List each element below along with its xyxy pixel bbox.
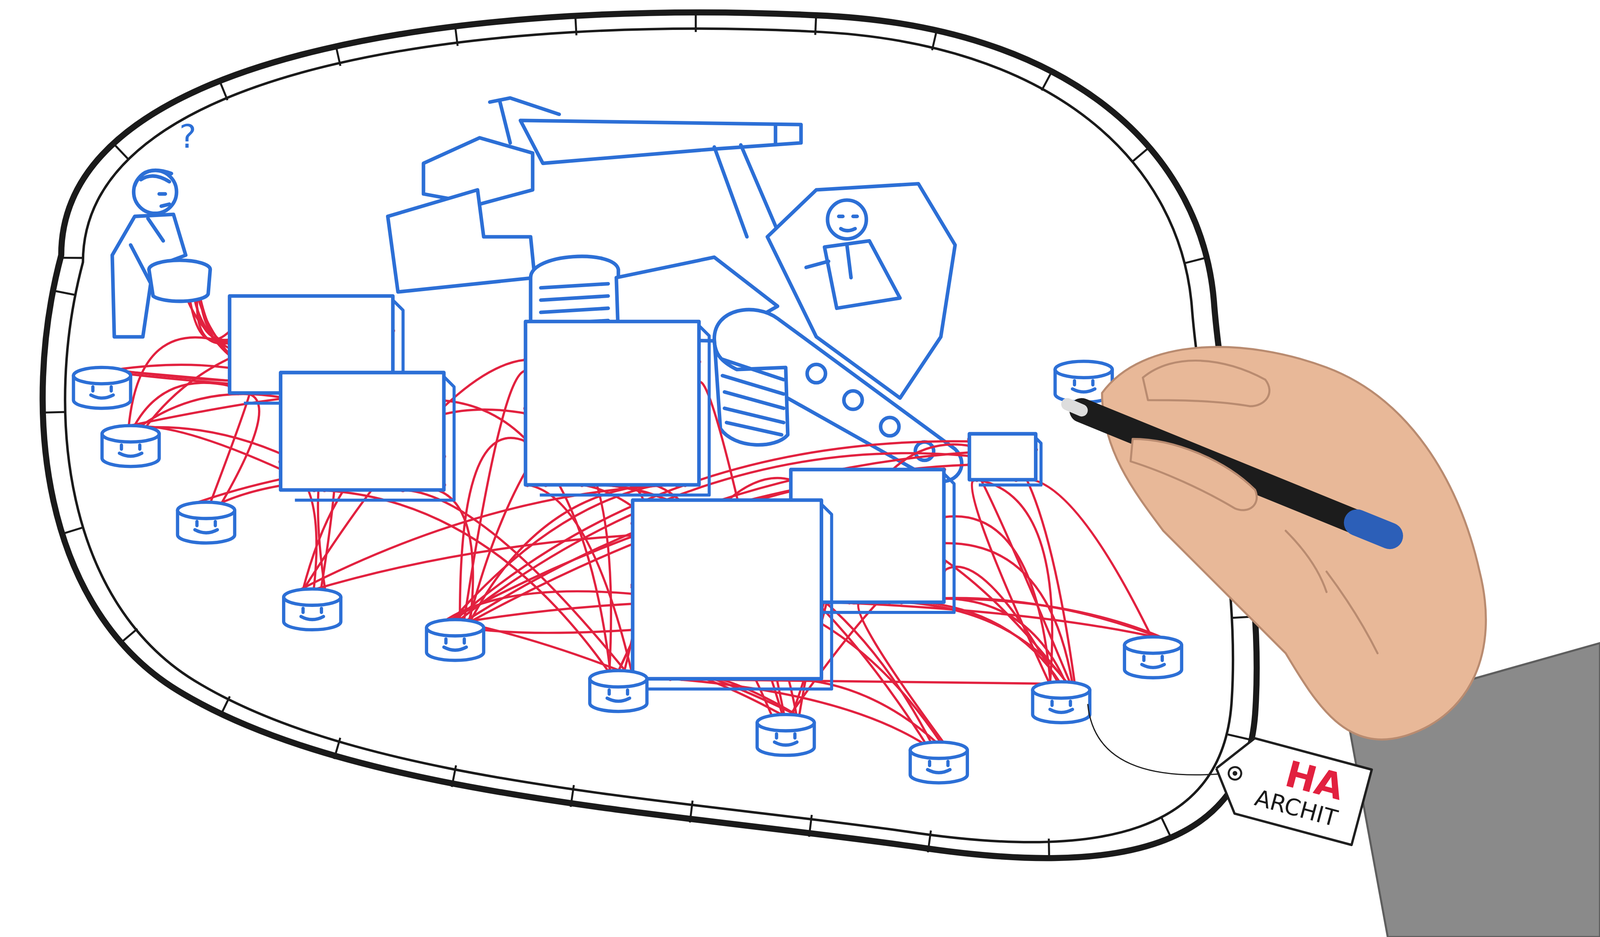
store-face: [194, 521, 218, 533]
store-top: [1032, 681, 1090, 698]
person-face: [148, 193, 170, 241]
knuckles: [1285, 530, 1378, 654]
marker-cap: [1356, 522, 1390, 537]
track-wheel: [807, 364, 826, 383]
dependency-line: [464, 371, 526, 622]
tag-eyelet: [1232, 770, 1239, 777]
store-top: [102, 425, 160, 442]
data-store: [177, 502, 235, 544]
store-face: [927, 761, 951, 773]
track-wheel: [880, 417, 900, 437]
data-store: [1032, 681, 1090, 723]
store-face: [774, 733, 797, 746]
block-face: [525, 321, 699, 485]
dependency-line: [976, 479, 1053, 684]
outline-band-ticks: [54, 20, 1245, 850]
store-face: [300, 608, 324, 620]
store-top: [1055, 361, 1113, 378]
marker-body: [1081, 410, 1357, 523]
block-face: [280, 372, 444, 491]
dependency-line: [314, 490, 610, 673]
operator-details: [806, 216, 858, 278]
system-blocks: [229, 296, 1042, 690]
system-outline: [42, 12, 1257, 859]
tag-hole: [1227, 765, 1243, 782]
confused-person: [112, 170, 211, 337]
finger: [1130, 438, 1257, 511]
store-top: [426, 619, 484, 636]
store-top: [910, 742, 968, 759]
dependency-line: [858, 602, 945, 745]
data-stores: [73, 361, 1182, 783]
store-face: [1072, 380, 1096, 393]
label-tag: HAARCHIT: [1204, 729, 1374, 847]
boom: [520, 120, 801, 164]
tag-string: [1087, 703, 1228, 775]
track-wheel: [843, 391, 863, 410]
block-depth: [805, 473, 955, 613]
palm: [1102, 347, 1486, 740]
operator-head: [827, 200, 867, 239]
question-mark: ?: [179, 120, 197, 153]
store-top: [177, 502, 235, 519]
hydraulic: [489, 98, 559, 143]
thumb: [1142, 360, 1270, 407]
boom-strut: [714, 124, 778, 237]
data-store: [283, 588, 341, 630]
dependency-line: [220, 392, 260, 505]
outline-inner: [64, 28, 1233, 843]
marker-tip: [1067, 404, 1082, 411]
held-drum-body: [148, 269, 210, 302]
data-store: [757, 714, 815, 756]
operator-body: [824, 241, 901, 309]
dependency-line: [138, 393, 281, 428]
engine-ribs: [540, 283, 609, 325]
track-front: [714, 338, 788, 445]
block-depth: [978, 438, 1042, 486]
block-face: [632, 500, 822, 680]
store-top: [73, 367, 131, 384]
drawing-hand: [1067, 347, 1600, 937]
store-face: [1050, 701, 1073, 713]
track-treads: [722, 359, 784, 435]
block-face: [969, 433, 1036, 480]
person-hair: [134, 170, 172, 186]
store-face: [1141, 656, 1165, 668]
system-block: [632, 500, 832, 689]
bucket: [387, 189, 535, 292]
block-depth: [646, 504, 832, 689]
system-block: [525, 321, 710, 496]
data-store: [426, 619, 484, 661]
store-top: [757, 714, 815, 731]
store-top: [1124, 636, 1182, 654]
store-face: [90, 386, 114, 399]
data-store: [1124, 636, 1182, 678]
tag-border: [1206, 730, 1372, 845]
data-store: [589, 670, 647, 712]
system-block: [969, 433, 1042, 485]
person-head: [133, 170, 177, 214]
store-face: [443, 638, 467, 651]
block-depth: [539, 325, 710, 496]
store-top: [283, 588, 341, 606]
data-store: [73, 367, 131, 409]
data-store: [910, 742, 968, 784]
store-top: [589, 670, 647, 687]
store-face: [606, 690, 630, 702]
dependency-line: [128, 337, 230, 428]
outline-outer: [42, 12, 1257, 859]
system-block: [280, 372, 454, 501]
dependency-line: [403, 490, 628, 673]
block-depth: [295, 376, 455, 501]
data-store: [102, 425, 160, 467]
store-face: [119, 445, 142, 457]
dependency-line: [829, 602, 1164, 639]
